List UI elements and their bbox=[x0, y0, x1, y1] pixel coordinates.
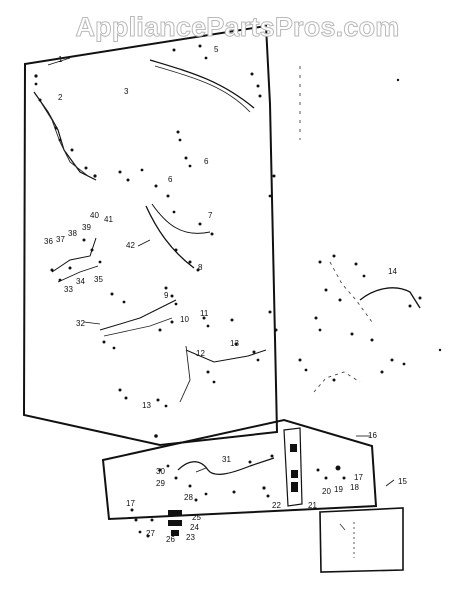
callout-6-lower: 6 bbox=[168, 175, 173, 184]
terminal-block-post-3 bbox=[291, 482, 298, 492]
callout-29: 29 bbox=[156, 479, 165, 488]
watermark-text: AppliancePartsPros.com bbox=[75, 12, 400, 43]
callout-5: 5 bbox=[214, 45, 219, 54]
callout-33: 33 bbox=[64, 285, 73, 294]
main-panel-outline bbox=[22, 24, 279, 447]
callout-34: 34 bbox=[76, 277, 85, 286]
callout-37: 37 bbox=[56, 235, 65, 244]
component-24 bbox=[168, 510, 182, 516]
callout-13-upper: 13 bbox=[230, 339, 239, 348]
callout-17-right: 17 bbox=[354, 473, 363, 482]
terminal-block-post-2 bbox=[291, 470, 298, 478]
wire-harness-2-inner bbox=[36, 95, 89, 177]
terminal-block bbox=[283, 427, 303, 507]
callout-39: 39 bbox=[82, 223, 91, 232]
wire-harness-12b bbox=[179, 345, 191, 403]
callout-17-left: 17 bbox=[126, 499, 135, 508]
wire-harness-7 bbox=[145, 205, 195, 269]
callout-1: 1 bbox=[58, 55, 63, 64]
wire-harness-32b bbox=[103, 317, 173, 337]
callout-23: 23 bbox=[186, 533, 195, 542]
callout-30: 30 bbox=[156, 467, 165, 476]
rear-cover-outline bbox=[101, 418, 378, 521]
callout-14: 14 bbox=[388, 267, 397, 276]
callout-6-upper: 6 bbox=[204, 157, 209, 166]
component-25 bbox=[168, 520, 182, 526]
callout-35: 35 bbox=[94, 275, 103, 284]
callout-28: 28 bbox=[184, 493, 193, 502]
callout-labels: 1 2 3 5 6 6 7 8 9 10 11 12 13 13 14 15 1… bbox=[44, 45, 407, 544]
callout-20: 20 bbox=[322, 487, 331, 496]
callout-19: 19 bbox=[334, 485, 343, 494]
callout-8: 8 bbox=[198, 263, 203, 272]
callout-26: 26 bbox=[166, 535, 175, 544]
component-26 bbox=[171, 530, 179, 536]
callout-16: 16 bbox=[368, 431, 377, 440]
wire-harness-7b bbox=[151, 203, 211, 234]
callout-21: 21 bbox=[308, 501, 317, 510]
callout-18: 18 bbox=[350, 483, 359, 492]
callout-2: 2 bbox=[58, 93, 63, 102]
wire-harness-14 bbox=[359, 287, 421, 309]
callout-15: 15 bbox=[398, 477, 407, 486]
callout-41: 41 bbox=[104, 215, 113, 224]
wire-harness-5-inner bbox=[154, 65, 251, 113]
terminal-block-post-1 bbox=[290, 444, 297, 452]
callout-22: 22 bbox=[272, 501, 281, 510]
callout-13-lower: 13 bbox=[142, 401, 151, 410]
callout-24: 24 bbox=[190, 523, 199, 532]
callout-3: 3 bbox=[124, 87, 129, 96]
wire-cluster-33 bbox=[51, 237, 97, 273]
callout-40: 40 bbox=[90, 211, 99, 220]
callout-9: 9 bbox=[164, 291, 169, 300]
fastener-dots bbox=[34, 44, 442, 538]
small-panel-tick bbox=[339, 523, 346, 531]
wire-cluster-34 bbox=[57, 265, 99, 283]
wire-harness-31 bbox=[177, 457, 275, 475]
wire-harness-14-dashed bbox=[329, 261, 373, 323]
callout-31: 31 bbox=[222, 455, 231, 464]
callout-36: 36 bbox=[44, 237, 53, 246]
callout-38: 38 bbox=[68, 229, 77, 238]
callout-10: 10 bbox=[180, 315, 189, 324]
small-panel-outline bbox=[319, 507, 404, 573]
wire-harness-12 bbox=[185, 349, 267, 363]
callout-27: 27 bbox=[146, 529, 155, 538]
callout-11: 11 bbox=[200, 309, 209, 318]
wire-harness-5 bbox=[149, 59, 255, 109]
wire-harness-32 bbox=[99, 299, 177, 331]
leader-lines bbox=[47, 57, 395, 487]
callout-12: 12 bbox=[196, 349, 205, 358]
wire-harness-dashed-lower bbox=[313, 371, 361, 393]
callout-32: 32 bbox=[76, 319, 85, 328]
callout-7: 7 bbox=[208, 211, 213, 220]
callout-42: 42 bbox=[126, 241, 135, 250]
callout-25: 25 bbox=[192, 513, 201, 522]
